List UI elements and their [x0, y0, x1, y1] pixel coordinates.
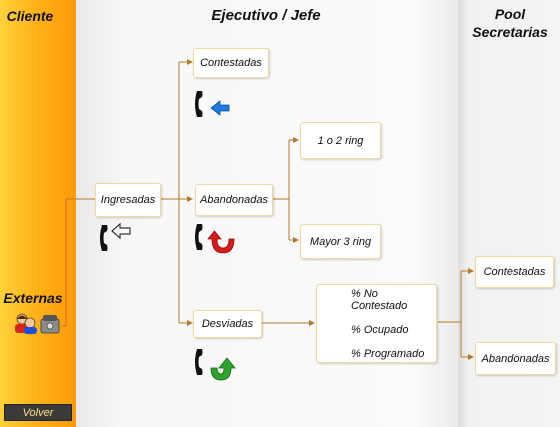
ring-mayor-3-node[interactable]: Mayor 3 ring — [300, 224, 381, 259]
desviadas-node[interactable]: Desviadas — [193, 310, 262, 338]
volver-button[interactable]: Volver — [4, 404, 72, 421]
desviadas-reasons-node[interactable]: % No Contestado % Ocupado % Programado — [316, 284, 437, 363]
pool-header-line1: Pool — [494, 6, 526, 22]
abandonadas-node[interactable]: Abandonadas — [195, 184, 273, 216]
phone-blue-arrow-icon — [193, 88, 233, 127]
phone-red-uturn-icon — [193, 221, 237, 260]
phone-incoming-arrow-icon — [98, 221, 134, 260]
pool-abandonadas-node[interactable]: Abandonadas — [475, 342, 556, 375]
external-callers-icon — [12, 311, 62, 340]
ejecutivo-header: Ejecutivo / Jefe — [211, 7, 321, 24]
cliente-header: Cliente — [6, 8, 54, 24]
pool-contestadas-node[interactable]: Contestadas — [475, 256, 554, 288]
phone-green-redirect-icon — [193, 346, 237, 387]
reason-ocupado: % Ocupado — [351, 323, 409, 336]
pool-header-line2: Secretarias — [472, 24, 548, 40]
reason-no-contestado: % No Contestado — [351, 287, 408, 312]
contestadas-node[interactable]: Contestadas — [193, 48, 269, 78]
reason-programado: % Programado — [351, 347, 425, 360]
ingresadas-node[interactable]: Ingresadas — [95, 183, 161, 217]
ring-1-2-node[interactable]: 1 o 2 ring — [300, 122, 381, 159]
externas-label: Externas — [3, 290, 63, 306]
